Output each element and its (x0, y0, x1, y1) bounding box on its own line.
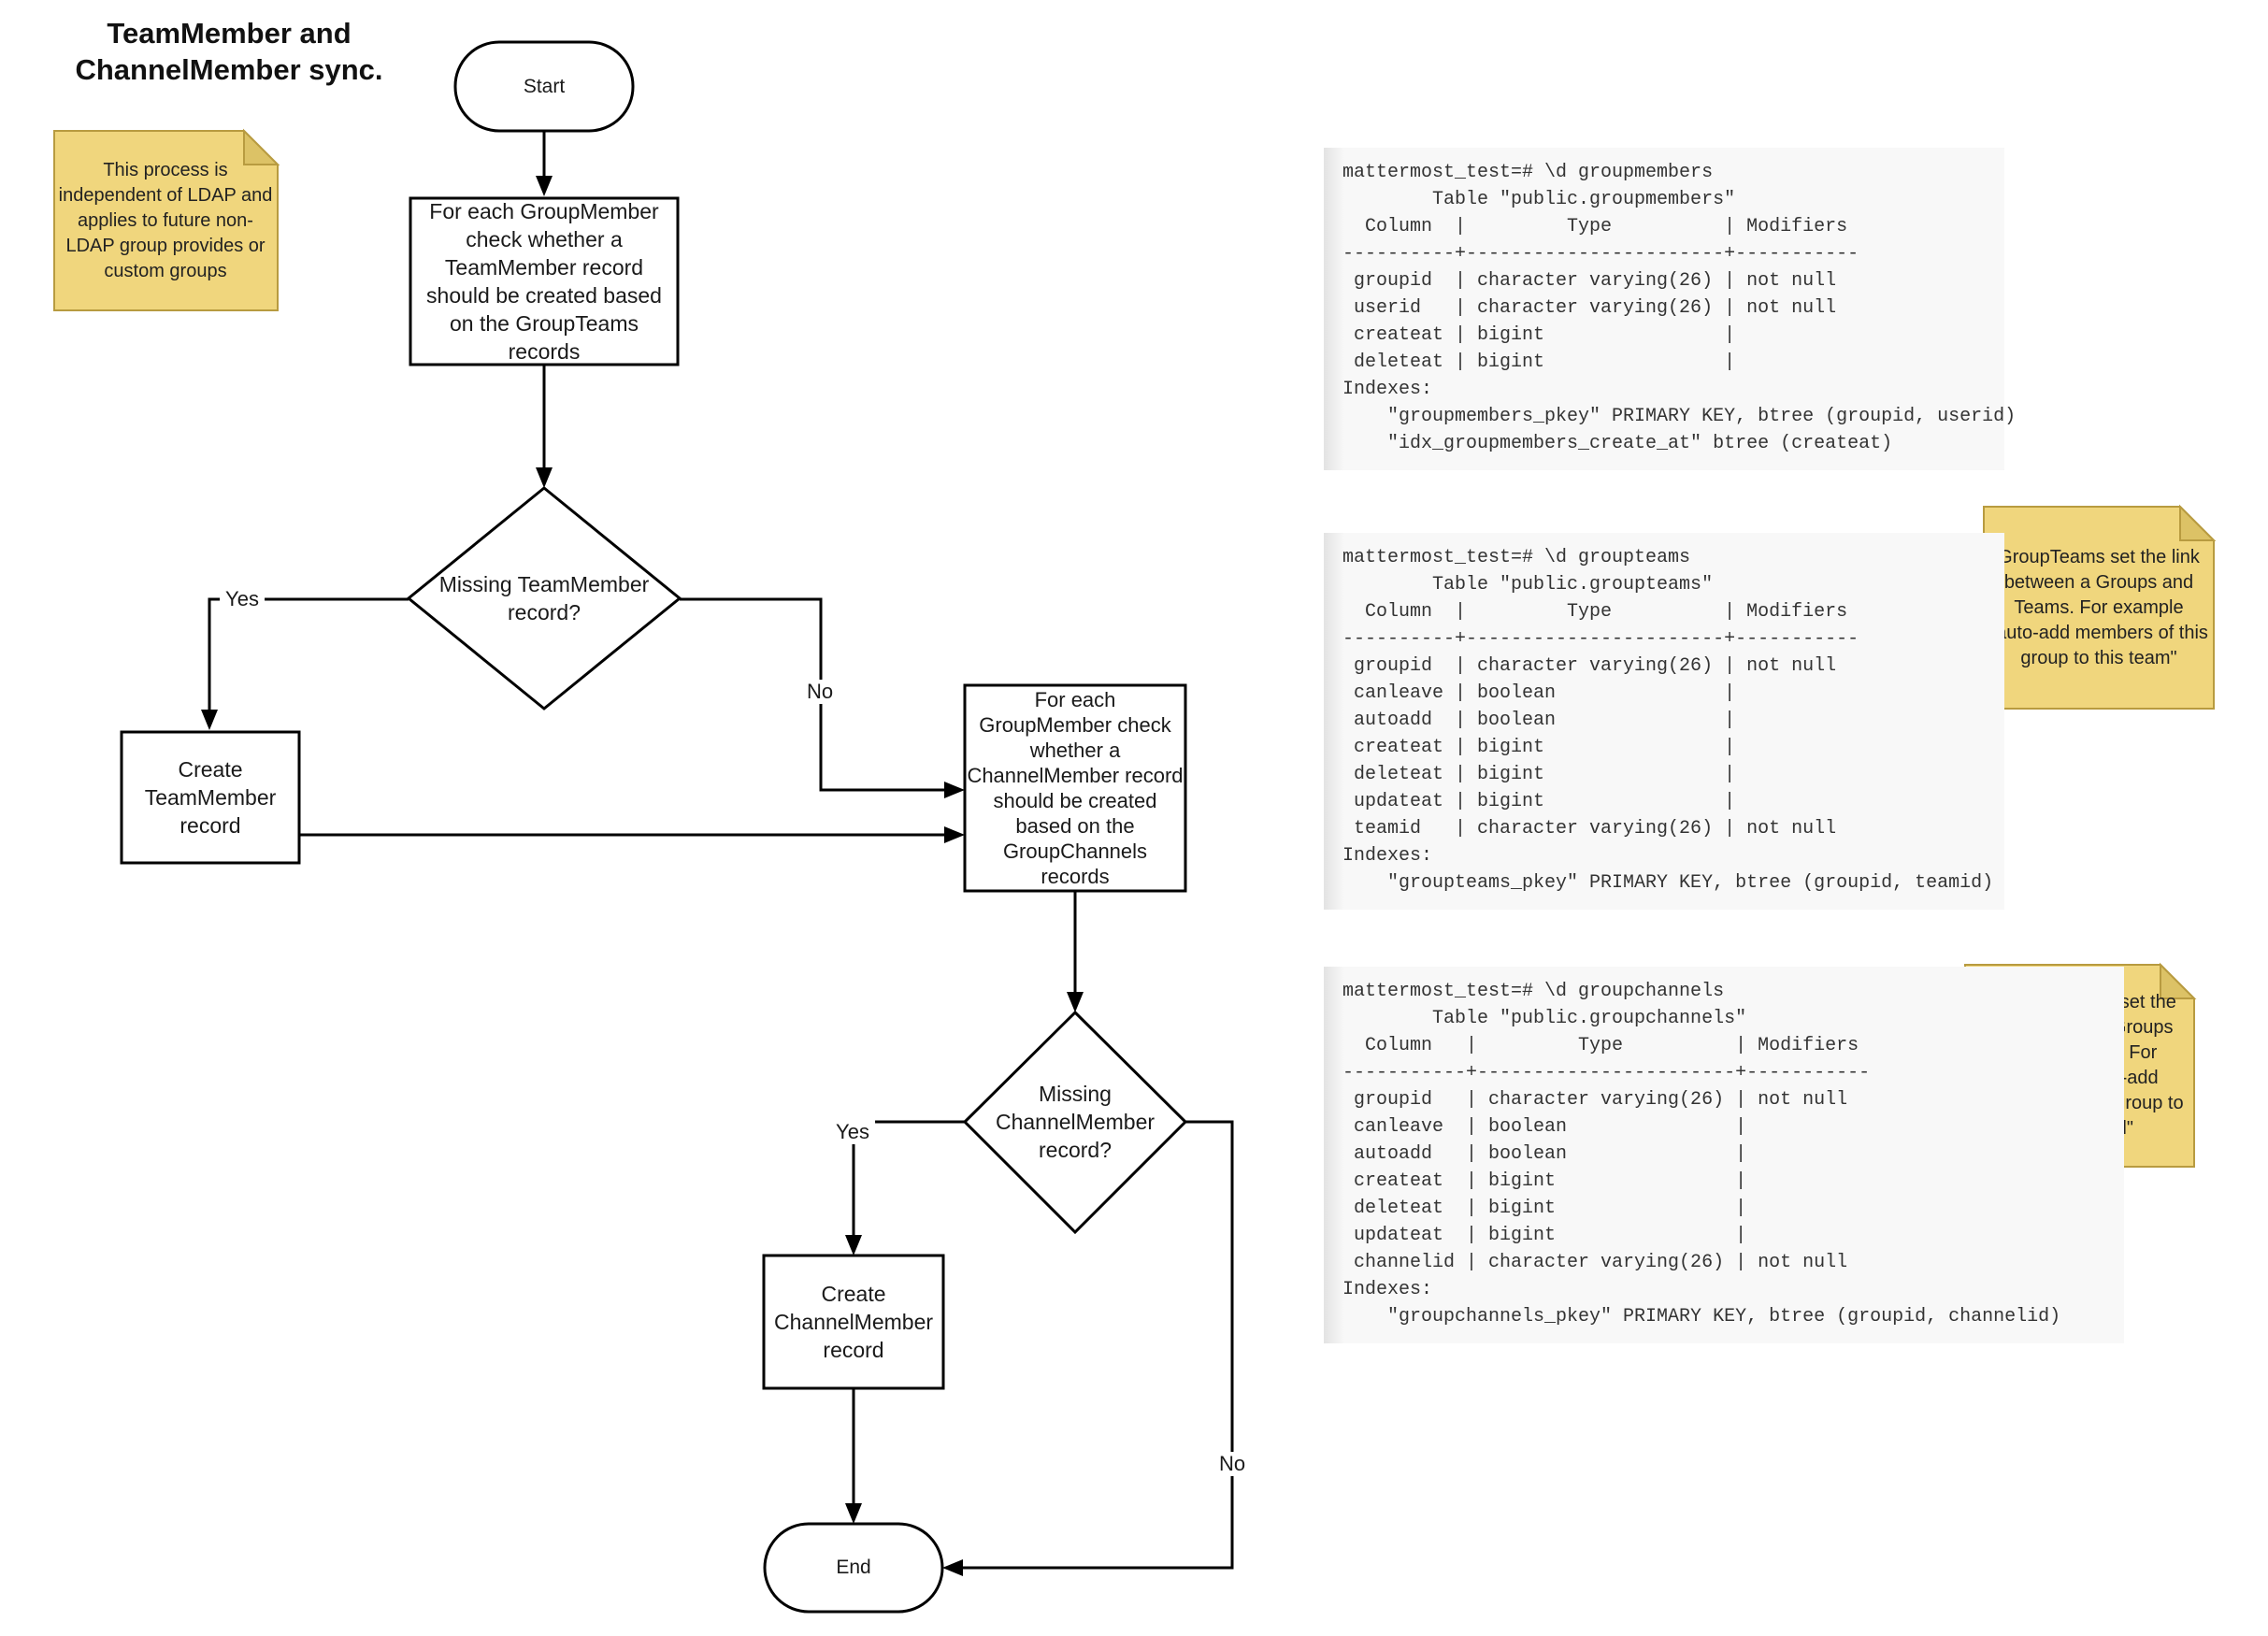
connector-no-to-end (961, 1120, 1234, 1570)
sticky-note-ldap-text: This process is independent of LDAP and … (58, 159, 273, 281)
decision2-label: Missing ChannelMember record? (995, 1082, 1156, 1162)
start-node-label: Start (523, 75, 566, 97)
arrowhead (942, 1559, 963, 1576)
process2-label: For each GroupMember check whether a Cha… (967, 688, 1184, 888)
create-channel-label: Create ChannelMember record (774, 1282, 934, 1362)
arrowhead (845, 1235, 862, 1256)
end-node-label: End (836, 1557, 871, 1578)
arrowhead (944, 782, 965, 798)
sticky-note-fold (2160, 962, 2197, 999)
arrowhead (201, 710, 218, 730)
create-team-shape (120, 730, 301, 865)
page-title: TeamMember and ChannelMember sync. (75, 17, 383, 86)
arrowhead (536, 467, 553, 488)
sticky-note-fold (243, 128, 280, 165)
edge-label-no-team: No (800, 680, 840, 704)
create-team-label: Create TeamMember record (144, 757, 277, 838)
arrowhead (1067, 992, 1084, 1012)
process2-shape (963, 683, 1187, 893)
terminal-output-groupchannels: mattermost_test=# \d groupchannels Table… (1324, 967, 2124, 1343)
decision1-shape (406, 486, 682, 710)
arrowhead (845, 1503, 862, 1524)
arrowhead (536, 176, 553, 196)
connector-yes-to-create-team (208, 597, 409, 711)
edge-label-yes-channel: Yes (830, 1120, 875, 1144)
start-shape (453, 40, 635, 133)
process1-label: For each GroupMember check whether a Tea… (426, 199, 662, 364)
sticky-note-ldap-shape (53, 130, 279, 311)
create-channel-shape (762, 1254, 945, 1390)
edge-label-no-channel: No (1213, 1452, 1252, 1476)
edge-label-yes-team: Yes (220, 587, 265, 611)
sticky-note-fold (2179, 504, 2217, 541)
terminal-output-groupmembers: mattermost_test=# \d groupmembers Table … (1324, 148, 2016, 470)
end-shape (763, 1522, 944, 1614)
decision2-shape (962, 1010, 1188, 1235)
process1-shape (409, 196, 680, 366)
sticky-note-groupteams-text: GroupTeams set the link between a Groups… (1989, 546, 2208, 668)
decision1-label: Missing TeamMember record? (438, 572, 650, 624)
terminal-output-groupteams: mattermost_test=# \d groupteams Table "p… (1324, 533, 2004, 910)
arrowhead (944, 826, 965, 843)
